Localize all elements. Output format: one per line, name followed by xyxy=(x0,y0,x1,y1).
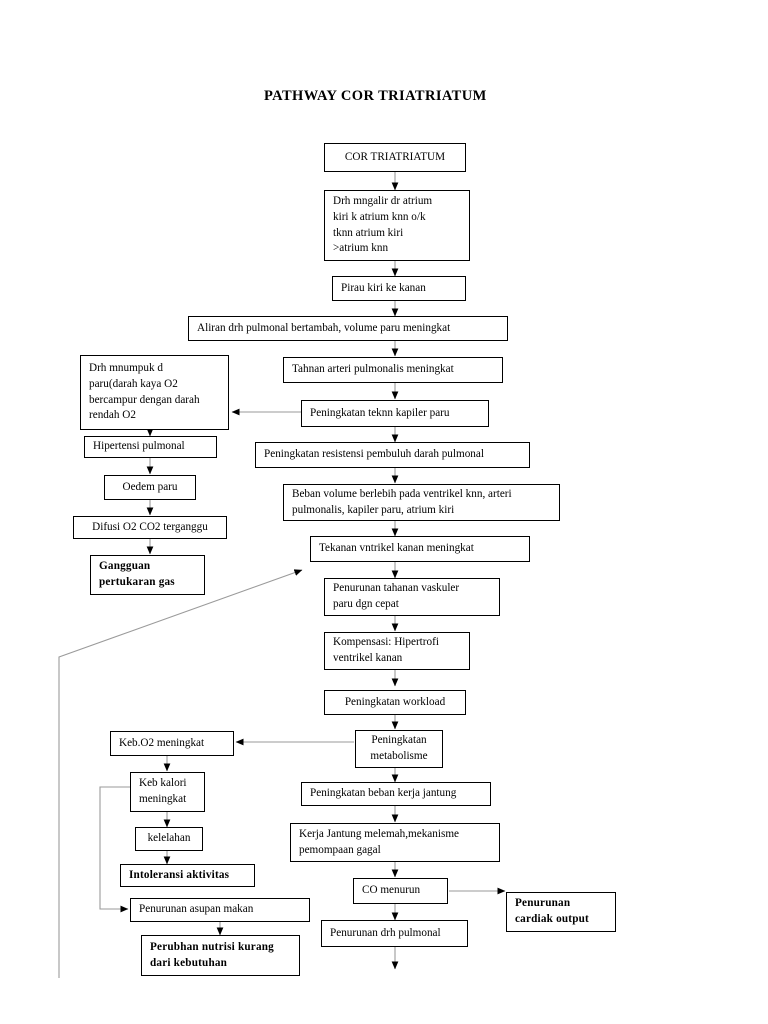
node-kerja-jantung-melemah[interactable]: Kerja Jantung melemah,mekanisme pemompaa… xyxy=(290,823,500,862)
node-line: Intoleransi aktivitas xyxy=(129,868,230,881)
node-line: Keb kalori xyxy=(139,777,187,790)
node-line: Drh mngalir dr atrium xyxy=(333,194,433,207)
node-penurunan-drh-pulmonal[interactable]: Penurunan drh pulmonal xyxy=(321,920,468,947)
node-line: Beban volume berlebih pada ventrikel knn… xyxy=(292,487,512,500)
node-difusi-o2-co2-terganggu[interactable]: Difusi O2 CO2 terganggu xyxy=(73,516,227,539)
node-drh-mngalir[interactable]: Drh mngalir dr atrium kiri k atrium knn … xyxy=(324,190,470,261)
node-cor-triatriatum[interactable]: COR TRIATRIATUM xyxy=(324,143,466,172)
node-line: meningkat xyxy=(139,793,187,805)
node-line: Drh mnumpuk d xyxy=(89,361,163,374)
node-line: Difusi O2 CO2 terganggu xyxy=(92,520,208,533)
node-line: Oedem paru xyxy=(122,480,178,493)
node-line: rendah O2 xyxy=(89,409,136,422)
node-oedem-paru[interactable]: Oedem paru xyxy=(104,475,196,500)
node-line: dari kebutuhan xyxy=(150,956,228,969)
node-tahnan-arteri-pulmonalis[interactable]: Tahnan arteri pulmonalis meningkat xyxy=(283,357,503,383)
node-line: metabolisme xyxy=(370,750,428,762)
node-line: Perubhan nutrisi kurang xyxy=(150,940,274,953)
node-line: kiri k atrium knn o/k xyxy=(333,210,426,223)
node-intoleransi-aktivitas[interactable]: Intoleransi aktivitas xyxy=(120,864,255,887)
node-line: Kerja Jantung melemah,mekanisme xyxy=(299,827,459,840)
node-hipertensi-pulmonal[interactable]: Hipertensi pulmonal xyxy=(84,436,217,458)
node-line: pemompaan gagal xyxy=(299,843,381,856)
node-line: pulmonalis, kapiler paru, atrium kiri xyxy=(292,503,455,516)
node-line: Penurunan drh pulmonal xyxy=(330,926,441,939)
node-line: Tahnan arteri pulmonalis meningkat xyxy=(292,363,454,376)
node-penurunan-cardiak-output[interactable]: Penurunan cardiak output xyxy=(506,892,616,932)
node-peningkatan-workload[interactable]: Peningkatan workload xyxy=(324,690,466,715)
node-peningkatan-beban-kerja[interactable]: Peningkatan beban kerja jantung xyxy=(301,782,491,806)
node-aliran-drh-pulmonal[interactable]: Aliran drh pulmonal bertambah, volume pa… xyxy=(188,316,508,341)
node-line: pertukaran gas xyxy=(99,576,175,588)
node-line: COR TRIATRIATUM xyxy=(344,150,446,163)
node-line: Hipertensi pulmonal xyxy=(93,440,185,453)
node-peningkatan-resistensi[interactable]: Peningkatan resistensi pembuluh darah pu… xyxy=(255,442,530,468)
node-line: Peningkatan workload xyxy=(344,695,446,708)
node-peningkatan-teknn-kapiler[interactable]: Peningkatan teknn kapiler paru xyxy=(301,400,489,427)
node-penurunan-tahanan-vaskuler[interactable]: Penurunan tahanan vaskuler paru dgn cepa… xyxy=(324,578,500,616)
node-line: Penurunan tahanan vaskuler xyxy=(333,582,460,595)
node-line: cardiak output xyxy=(515,913,589,925)
node-line: tknn atrium kiri xyxy=(333,226,404,239)
node-line: Keb.O2 meningkat xyxy=(119,736,205,749)
node-penurunan-asupan-makan[interactable]: Penurunan asupan makan xyxy=(130,898,310,922)
node-line: ventrikel kanan xyxy=(333,652,403,664)
node-line: Tekanan vntrikel kanan meningkat xyxy=(319,542,474,555)
node-gangguan-pertukaran-gas[interactable]: Gangguan pertukaran gas xyxy=(90,555,205,595)
node-line: kelelahan xyxy=(147,832,191,845)
node-co-menurun[interactable]: CO menurun xyxy=(353,878,448,904)
node-line: Penurunan asupan makan xyxy=(139,903,254,916)
node-kelelahan[interactable]: kelelahan xyxy=(135,827,203,851)
node-line: Pirau kiri ke kanan xyxy=(341,281,426,294)
node-tekanan-vntrikel-kanan[interactable]: Tekanan vntrikel kanan meningkat xyxy=(310,536,530,562)
node-beban-volume-berlebih[interactable]: Beban volume berlebih pada ventrikel knn… xyxy=(283,484,560,521)
node-line: paru(darah kaya O2 xyxy=(89,377,178,390)
node-line: >atrium knn xyxy=(333,242,389,255)
node-perubhan-nutrisi-kurang[interactable]: Perubhan nutrisi kurang dari kebutuhan xyxy=(141,935,300,976)
edge-kebkalori-to-asupan xyxy=(99,786,130,913)
node-line: bercampur dengan darah xyxy=(89,393,200,406)
node-line: CO menurun xyxy=(362,884,421,897)
node-line: Peningkatan xyxy=(371,734,427,747)
node-pirau-kiri-ke-kanan[interactable]: Pirau kiri ke kanan xyxy=(332,276,466,301)
node-peningkatan-metabolisme[interactable]: Peningkatan metabolisme xyxy=(355,730,443,768)
node-line: Peningkatan resistensi pembuluh darah pu… xyxy=(264,448,484,461)
node-keb-o2-meningkat[interactable]: Keb.O2 meningkat xyxy=(110,731,234,756)
node-line: Aliran drh pulmonal bertambah, volume pa… xyxy=(197,321,451,334)
node-line: Peningkatan beban kerja jantung xyxy=(310,787,457,800)
node-kompensasi-hipertrofi[interactable]: Kompensasi: Hipertrofi ventrikel kanan xyxy=(324,632,470,670)
node-line: Kompensasi: Hipertrofi xyxy=(333,636,439,649)
page-title: PATHWAY COR TRIATRIATUM xyxy=(264,88,487,104)
node-line: paru dgn cepat xyxy=(333,598,399,610)
node-drh-mnumpuk-di-paru[interactable]: Drh mnumpuk d paru(darah kaya O2 bercamp… xyxy=(80,355,229,430)
node-line: Penurunan xyxy=(515,897,571,910)
node-line: Gangguan xyxy=(99,560,151,573)
node-keb-kalori-meningkat[interactable]: Keb kalori meningkat xyxy=(130,772,205,812)
node-line: Peningkatan teknn kapiler paru xyxy=(310,406,450,419)
